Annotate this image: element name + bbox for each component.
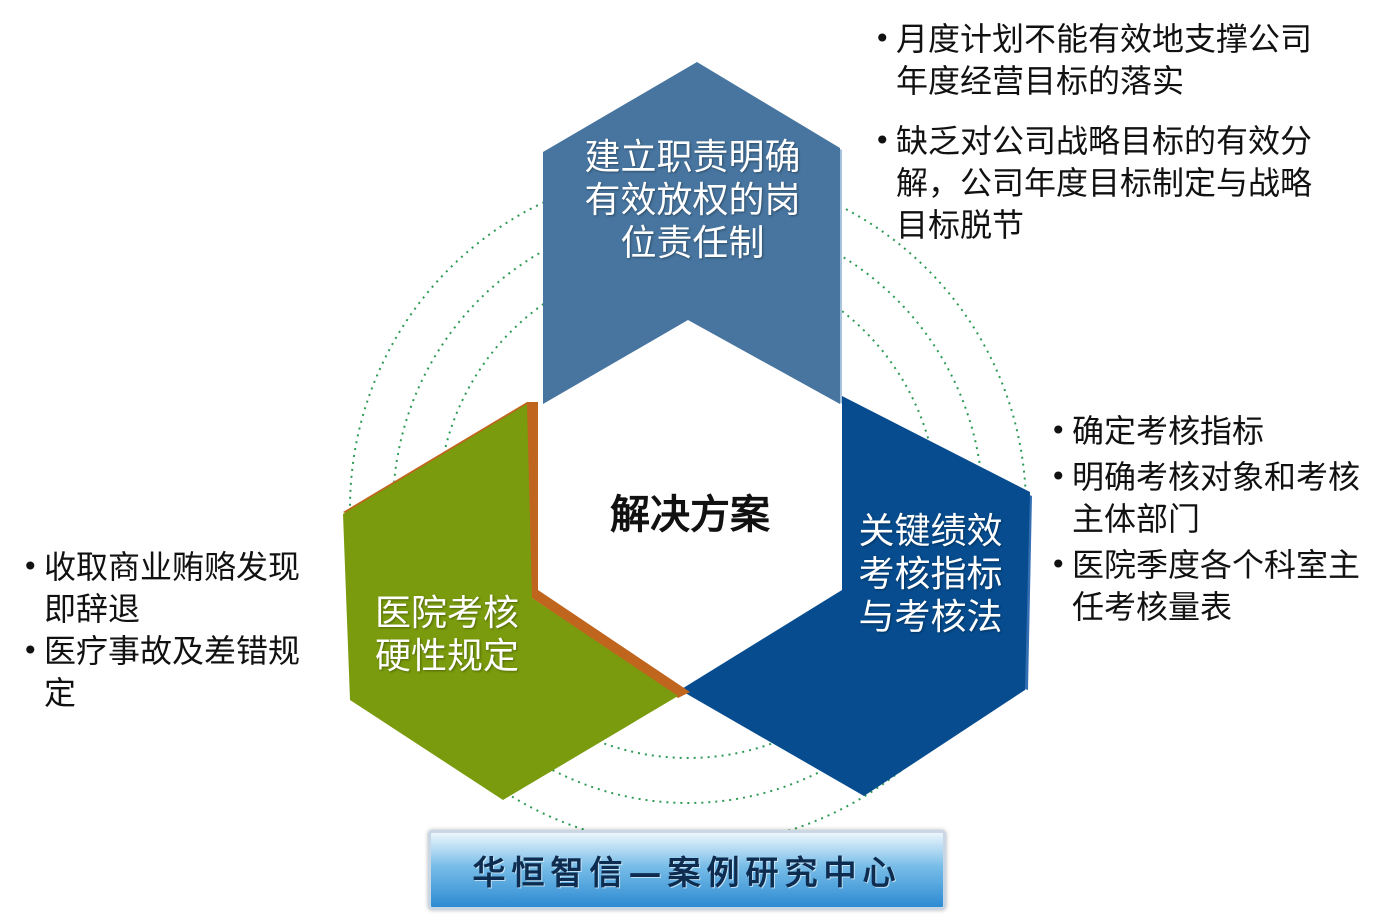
center-hexagon [538,320,838,690]
footer-banner: 华恒智信—案例研究中心 [428,830,946,910]
bullet-list-left: 收取商业贿赂发现即辞退 医疗事故及差错规定 [22,546,312,714]
bullet-list-right: 确定考核指标 明确考核对象和考核主体部门 医院季度各个科室主任考核量表 [1050,410,1370,632]
segment-top [543,62,840,404]
center-label: 解决方案 [610,492,770,538]
list-item: 明确考核对象和考核主体部门 [1050,456,1370,540]
list-item: 医院季度各个科室主任考核量表 [1050,544,1370,628]
segment-right-label: 关键绩效 考核指标 与考核法 [858,511,1003,638]
list-item: 收取商业贿赂发现即辞退 [22,546,312,630]
bullet-list-top: 月度计划不能有效地支撑公司年度经营目标的落实 缺乏对公司战略目标的有效分解，公司… [874,18,1334,264]
banner-text: 华恒智信—案例研究中心 [472,853,902,892]
list-item: 医疗事故及差错规定 [22,630,312,714]
segment-right [680,396,1030,796]
segment-left-label: 医院考核 硬性规定 [374,593,519,677]
list-item: 确定考核指标 [1050,410,1370,452]
list-item: 月度计划不能有效地支撑公司年度经营目标的落实 [874,18,1334,102]
segment-left [343,404,678,800]
segment-top-label: 建立职责明确 有效放权的岗 位责任制 [584,137,801,264]
list-item: 缺乏对公司战略目标的有效分解，公司年度目标制定与战略目标脱节 [874,120,1334,246]
